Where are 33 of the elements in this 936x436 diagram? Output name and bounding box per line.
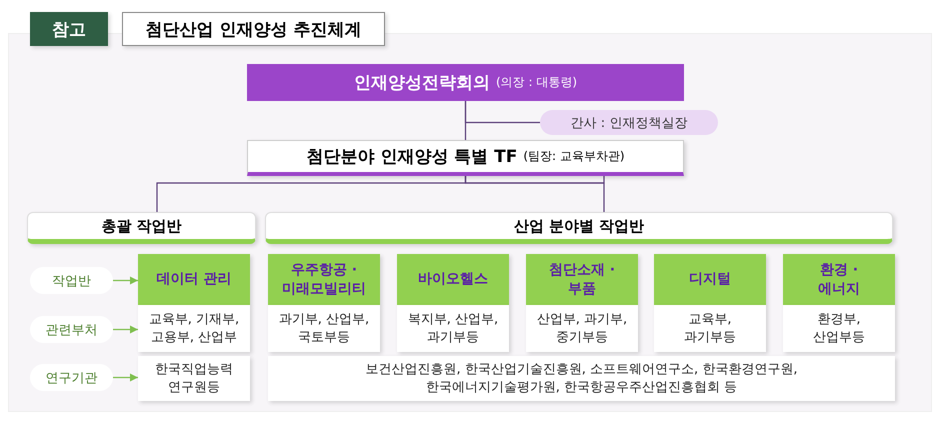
connector-line (464, 176, 605, 212)
field-header-cell: 디지털 (654, 254, 766, 305)
institute-cell: 한국직업능력 연구원등 (138, 356, 250, 401)
box-subtitle: (팀장: 교육부차관) (523, 148, 625, 165)
field-header-cell: 첨단소재 · 부품 (526, 254, 638, 305)
box-title: 인재양성전략회의 (354, 72, 490, 94)
task-force-box (247, 140, 684, 176)
field-header-cell: 환경 · 에너지 (783, 254, 895, 305)
field-header-cell: 바이오헬스 (397, 254, 509, 305)
group-header: 총괄 작업반 (27, 212, 256, 244)
arrow (113, 374, 138, 382)
ministry-cell: 산업부, 과기부, 중기부등 (526, 305, 638, 352)
arrow (113, 326, 138, 334)
ministry-cell: 과기부, 산업부, 국토부등 (268, 305, 380, 352)
institute-cell: 보건산업진흥원, 한국산업기술진흥원, 소프트웨어연구소, 한국환경연구원, 한국에너지기술평가원, 한국항공우주산업진흥협회 등 (268, 356, 895, 401)
row-label-pill: 작업반 (30, 267, 113, 294)
group-header: 산업 분야별 작업반 (265, 212, 893, 244)
ministry-cell: 교육부, 기재부, 고용부, 산업부 (138, 305, 250, 352)
row-label-pill: 관련부처 (30, 316, 113, 343)
ministry-cell: 교육부, 과기부등 (654, 305, 766, 352)
field-header-cell: 우주항공 · 미래모빌리티 (268, 254, 380, 305)
field-header-cell: 데이터 관리 (138, 254, 250, 305)
box-subtitle: (의장 : 대통령) (496, 74, 578, 91)
council-box (247, 64, 684, 101)
box-title: 첨단분야 인재양성 특별 TF (306, 146, 518, 168)
row-label-pill: 연구기관 (30, 364, 113, 391)
connector-line (464, 101, 540, 124)
ministry-cell: 환경부, 산업부등 (783, 305, 895, 352)
arrow (113, 276, 138, 284)
secretary-pill: 간사 : 인재정책실장 (540, 110, 718, 135)
title-box: 첨단산업 인재양성 추진체계 (122, 12, 385, 46)
tag-badge: 참고 (30, 12, 108, 46)
ministry-cell: 복지부, 산업부, 과기부등 (397, 305, 509, 352)
